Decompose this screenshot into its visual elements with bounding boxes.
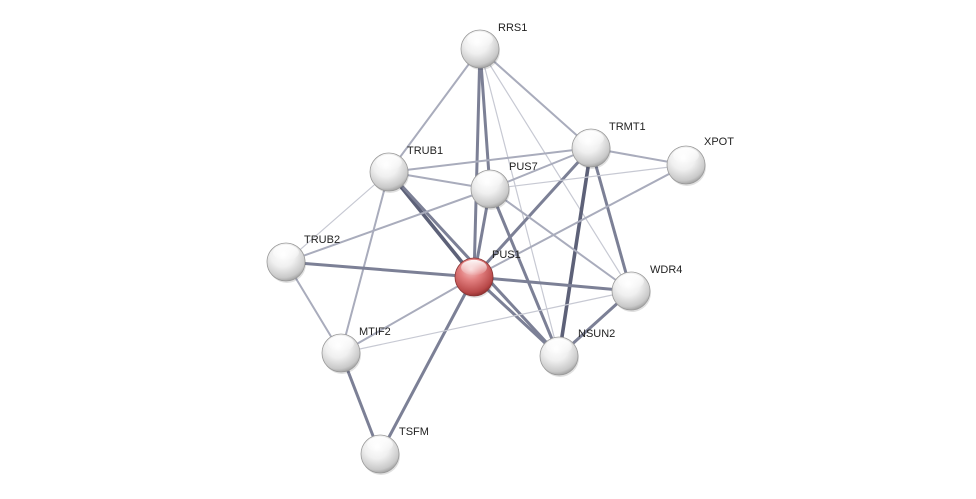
edge-pus7-wdr4[interactable]	[489, 188, 632, 292]
node-label: TSFM	[399, 426, 429, 438]
node-trub2[interactable]: TRUB2	[266, 234, 340, 283]
node-highlight	[546, 338, 572, 355]
edge-pus1-wdr4[interactable]	[472, 275, 633, 293]
node-pus1[interactable]: PUS1	[454, 249, 521, 298]
node-highlight	[273, 244, 299, 261]
edge-trmt1-pus1[interactable]	[472, 146, 593, 279]
node-pus7[interactable]: PUS7	[470, 161, 538, 210]
node-label: MTIF2	[359, 326, 391, 338]
node-rrs1[interactable]: RRS1	[460, 22, 527, 70]
node-label: RRS1	[498, 22, 527, 34]
edge-xpot-pus7[interactable]	[489, 164, 687, 190]
edge-trmt1-wdr4[interactable]	[589, 146, 633, 293]
node-highlight	[328, 335, 354, 352]
edge-rrs1-pus1[interactable]	[472, 47, 482, 279]
node-highlight	[461, 259, 487, 276]
node-highlight	[618, 273, 644, 290]
edge-pus1-tsfm[interactable]	[378, 275, 476, 456]
edge-xpot-pus1[interactable]	[473, 164, 687, 278]
node-highlight	[467, 31, 493, 48]
node-highlight	[673, 147, 699, 164]
node-label: XPOT	[704, 136, 734, 148]
edge-pus7-trub2[interactable]	[285, 188, 491, 263]
node-mtif2[interactable]: MTIF2	[321, 326, 391, 374]
edge-rrs1-nsun2[interactable]	[479, 48, 560, 357]
edge-pus7-nsun2[interactable]	[488, 187, 561, 358]
edge-rrs1-pus7[interactable]	[478, 47, 492, 191]
node-label: WDR4	[650, 264, 682, 276]
node-tsfm[interactable]: TSFM	[360, 426, 429, 475]
node-label: PUS1	[492, 249, 521, 261]
edge-trmt1-nsun2[interactable]	[557, 146, 593, 358]
node-wdr4[interactable]: WDR4	[611, 264, 682, 312]
edge-trub2-pus1[interactable]	[284, 260, 476, 279]
edge-rrs1-wdr4[interactable]	[479, 48, 632, 292]
node-label: NSUN2	[578, 328, 615, 340]
edge-pus1-mtif2[interactable]	[340, 276, 475, 354]
node-label: TRUB1	[407, 145, 443, 157]
node-highlight	[376, 154, 402, 171]
node-xpot[interactable]: XPOT	[666, 136, 734, 186]
node-trmt1[interactable]: TRMT1	[571, 121, 646, 169]
edge-trub1-mtif2[interactable]	[340, 171, 390, 354]
node-label: TRUB2	[304, 234, 340, 246]
edge-mtif2-wdr4[interactable]	[340, 290, 632, 354]
edges-layer	[284, 47, 687, 456]
node-highlight	[367, 436, 393, 453]
node-label: PUS7	[509, 161, 538, 173]
edge-trub1-trub2[interactable]	[285, 171, 390, 263]
edge-rrs1-trmt1[interactable]	[479, 48, 592, 149]
edge-rrs1-trub1[interactable]	[388, 48, 481, 173]
edge-trmt1-trub1[interactable]	[388, 147, 592, 173]
node-highlight	[578, 130, 604, 147]
node-highlight	[477, 171, 503, 188]
node-trub1[interactable]: TRUB1	[369, 145, 443, 193]
node-label: TRMT1	[609, 121, 646, 133]
node-nsun2[interactable]: NSUN2	[539, 328, 615, 377]
